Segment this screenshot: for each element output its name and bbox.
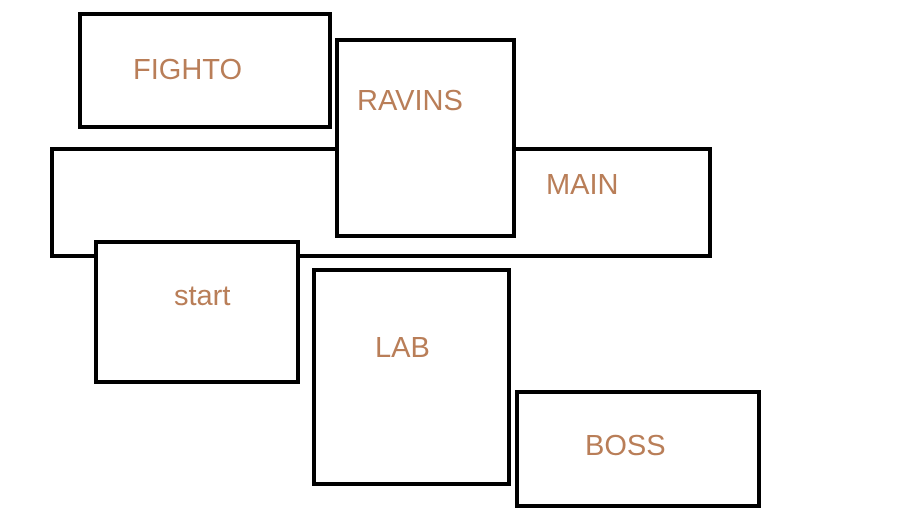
room-start [94,240,300,384]
room-label-lab: LAB [375,332,430,364]
room-ravins [335,38,516,238]
room-label-ravins: RAVINS [357,85,463,117]
room-lab [312,268,511,486]
room-label-main: MAIN [546,169,619,201]
room-fighto [78,12,332,129]
room-label-start: start [174,280,231,312]
room-boss [515,390,761,508]
room-label-fighto: FIGHTO [133,54,243,86]
room-label-boss: BOSS [585,430,666,462]
